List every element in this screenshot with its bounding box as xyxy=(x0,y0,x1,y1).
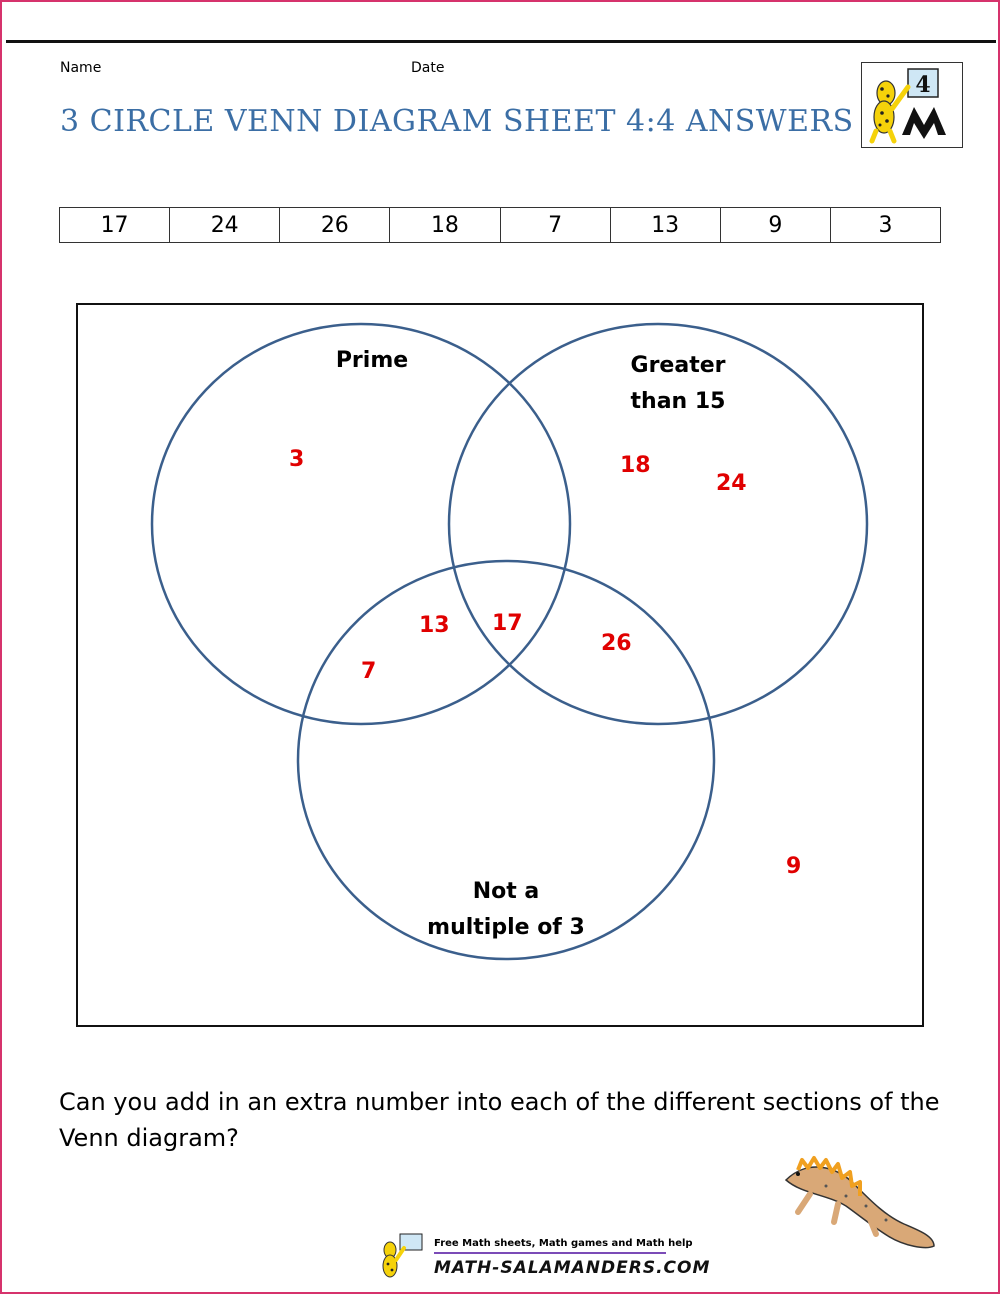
extension-question: Can you add in an extra number into each… xyxy=(59,1088,940,1152)
number-cell: 17 xyxy=(58,207,171,243)
number-cell: 9 xyxy=(719,207,831,243)
footer-logo-icon xyxy=(382,1233,423,1278)
answer-prime-only: 3 xyxy=(289,447,305,472)
logo-grade-number: 4 xyxy=(915,72,930,98)
answer-all-three: 17 xyxy=(492,611,523,636)
footer-site: MATH-SALAMANDERS.COM xyxy=(434,1258,711,1278)
salamander-icon xyxy=(784,1156,935,1249)
not-multiple-of-3-circle xyxy=(296,559,716,961)
answer-greater-not-multiple: 26 xyxy=(601,631,632,656)
answer-prime-not-multiple: 7 xyxy=(361,659,377,684)
date-label: Date xyxy=(411,60,445,76)
number-cell: 24 xyxy=(169,207,281,243)
prime-label: Prime xyxy=(335,348,409,373)
greater-label-line2: than 15 xyxy=(630,389,726,414)
page-title: 3 CIRCLE VENN DIAGRAM SHEET 4:4 ANSWERS xyxy=(60,104,854,139)
answer-prime-not-multiple: 13 xyxy=(419,613,450,638)
number-cell: 3 xyxy=(829,207,942,243)
not-multiple-label-line2: multiple of 3 xyxy=(427,915,585,940)
salamander-logo-icon: 4 xyxy=(869,68,946,144)
answer-greater-only: 24 xyxy=(716,471,747,496)
footer-tagline: Free Math sheets, Math games and Math he… xyxy=(434,1238,693,1249)
answer-outside: 9 xyxy=(786,854,802,879)
grade-logo: 4 xyxy=(861,62,963,148)
greater-label-line1: Greater xyxy=(630,353,726,378)
number-cell: 13 xyxy=(609,207,721,243)
answer-greater-only: 18 xyxy=(620,453,651,478)
footer-rule xyxy=(434,1252,666,1254)
venn-diagram-box xyxy=(76,303,924,1027)
greater-than-15-circle xyxy=(447,322,869,726)
number-cell: 18 xyxy=(389,207,501,243)
top-rule xyxy=(6,40,996,43)
prime-circle xyxy=(150,322,572,726)
name-label: Name xyxy=(60,60,102,76)
not-multiple-label-line1: Not a xyxy=(472,879,540,904)
number-cell: 7 xyxy=(499,207,611,243)
number-cell: 26 xyxy=(279,207,391,243)
numbers-table: 17 24 26 18 7 13 9 3 xyxy=(58,207,942,243)
